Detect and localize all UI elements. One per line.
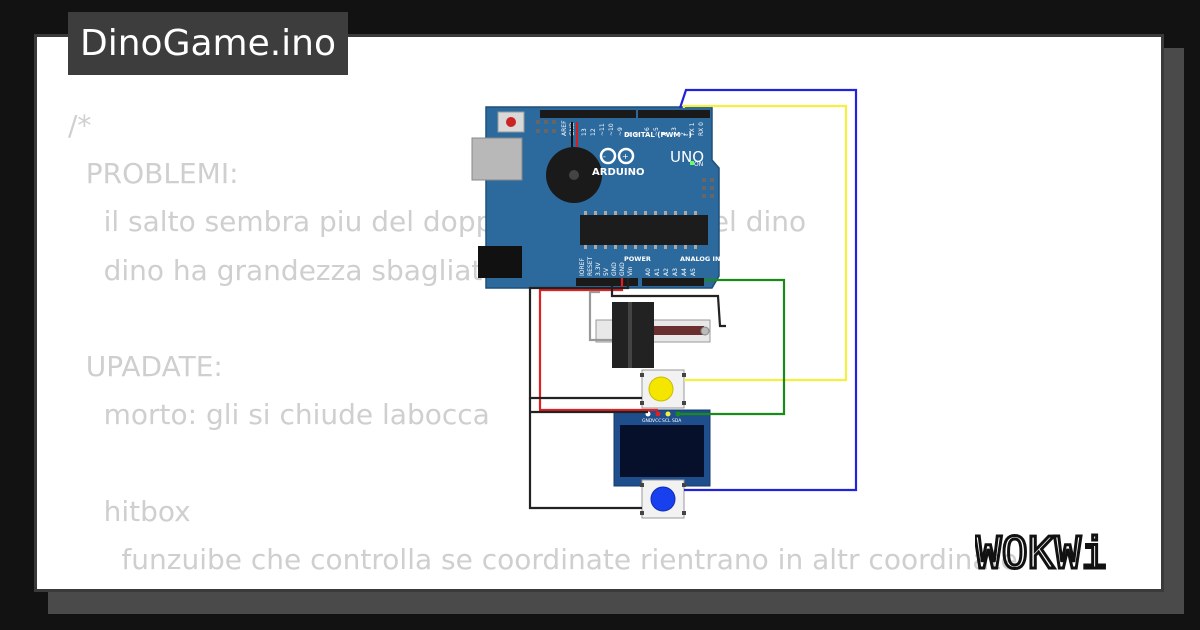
code-line: PROBLEMI: <box>68 157 239 191</box>
red-wire <box>538 278 658 412</box>
digital-header <box>540 110 636 118</box>
pin-label: A0 <box>645 268 652 276</box>
board-model: UNO <box>670 148 704 166</box>
svg-text:-: - <box>603 152 606 161</box>
pin-label: ~11 <box>599 123 606 136</box>
oled-pin-label: VCC <box>652 418 661 424</box>
yellow-wire <box>682 104 848 382</box>
pin-label: 2 <box>680 132 687 136</box>
code-line: hitbox <box>68 494 191 528</box>
pin-label: A4 <box>681 268 688 276</box>
power-header <box>576 278 638 286</box>
pin-label: ~9 <box>617 127 624 136</box>
buzzer <box>546 122 602 203</box>
power-jack <box>478 246 522 278</box>
black-wire-3 <box>610 286 726 328</box>
board-brand: ARDUINO <box>592 167 644 178</box>
pin-label: 8 <box>626 132 633 136</box>
analog-label: ANALOG IN <box>680 255 720 263</box>
pin-label: 4 <box>662 132 669 136</box>
pin-label: GND <box>611 262 618 276</box>
code-line: funzuibe che controlla se coordinate rie… <box>68 542 1018 576</box>
wires <box>528 88 858 510</box>
wokwi-logo-text: WOKWi <box>975 528 1107 579</box>
pin-label: TX 1 <box>689 122 696 137</box>
blue-pushbutton[interactable] <box>640 479 686 519</box>
code-line: dino ha grandezza sbagliata <box>68 253 500 287</box>
analog-header <box>642 278 704 286</box>
oled-pin-label: SCL <box>662 418 671 424</box>
oled-pin-label: SDA <box>672 418 682 424</box>
pin-label: ~6 <box>644 127 651 136</box>
on-label: ON <box>694 161 703 168</box>
atmega-chip <box>580 215 708 245</box>
gray-wire <box>588 290 612 342</box>
yellow-pushbutton[interactable] <box>640 369 686 409</box>
aref-label: AREF <box>561 120 568 136</box>
svg-text:+: + <box>622 152 629 161</box>
pin-label: A5 <box>690 268 697 276</box>
pin-label: ~10 <box>608 123 615 136</box>
pin-label: A3 <box>672 268 679 276</box>
black-wire-1 <box>528 278 642 400</box>
pin-label: Vin <box>627 266 634 276</box>
pin-label: IOREF <box>579 258 586 276</box>
oled-pin-label: GND <box>642 418 653 424</box>
project-title: DinoGame.ino <box>68 12 349 75</box>
pin-label: 12 <box>590 128 597 136</box>
usb-connector <box>471 137 523 181</box>
pin-label: A1 <box>654 268 661 276</box>
code-line: /* <box>68 109 92 142</box>
pin-label: ~5 <box>653 127 660 136</box>
pin-label: 13 <box>581 128 588 136</box>
pin-label: 3.3V <box>595 261 602 276</box>
pin-label: RESET <box>587 256 594 276</box>
code-line: morto: gli si chiude labocca <box>68 398 490 432</box>
pin-label: A2 <box>663 268 670 276</box>
digital-label: DIGITAL (PWM ~) <box>624 131 692 139</box>
pin-label: ~3 <box>671 127 678 136</box>
blue-wire <box>678 88 858 492</box>
pin-label: RX 0 <box>698 122 705 136</box>
arduino-logo: - + <box>599 147 635 165</box>
pin-label: 5V <box>603 267 610 276</box>
pin-label: GND <box>619 262 626 276</box>
code-line: UPADATE: <box>68 350 223 384</box>
green-wire <box>678 278 786 416</box>
power-label: POWER <box>624 255 651 263</box>
black-wire-2 <box>528 398 642 510</box>
pin-label: 7 <box>635 132 642 136</box>
wokwi-logo: WOKWi <box>975 527 1109 581</box>
slide-potentiometer[interactable] <box>595 302 711 368</box>
